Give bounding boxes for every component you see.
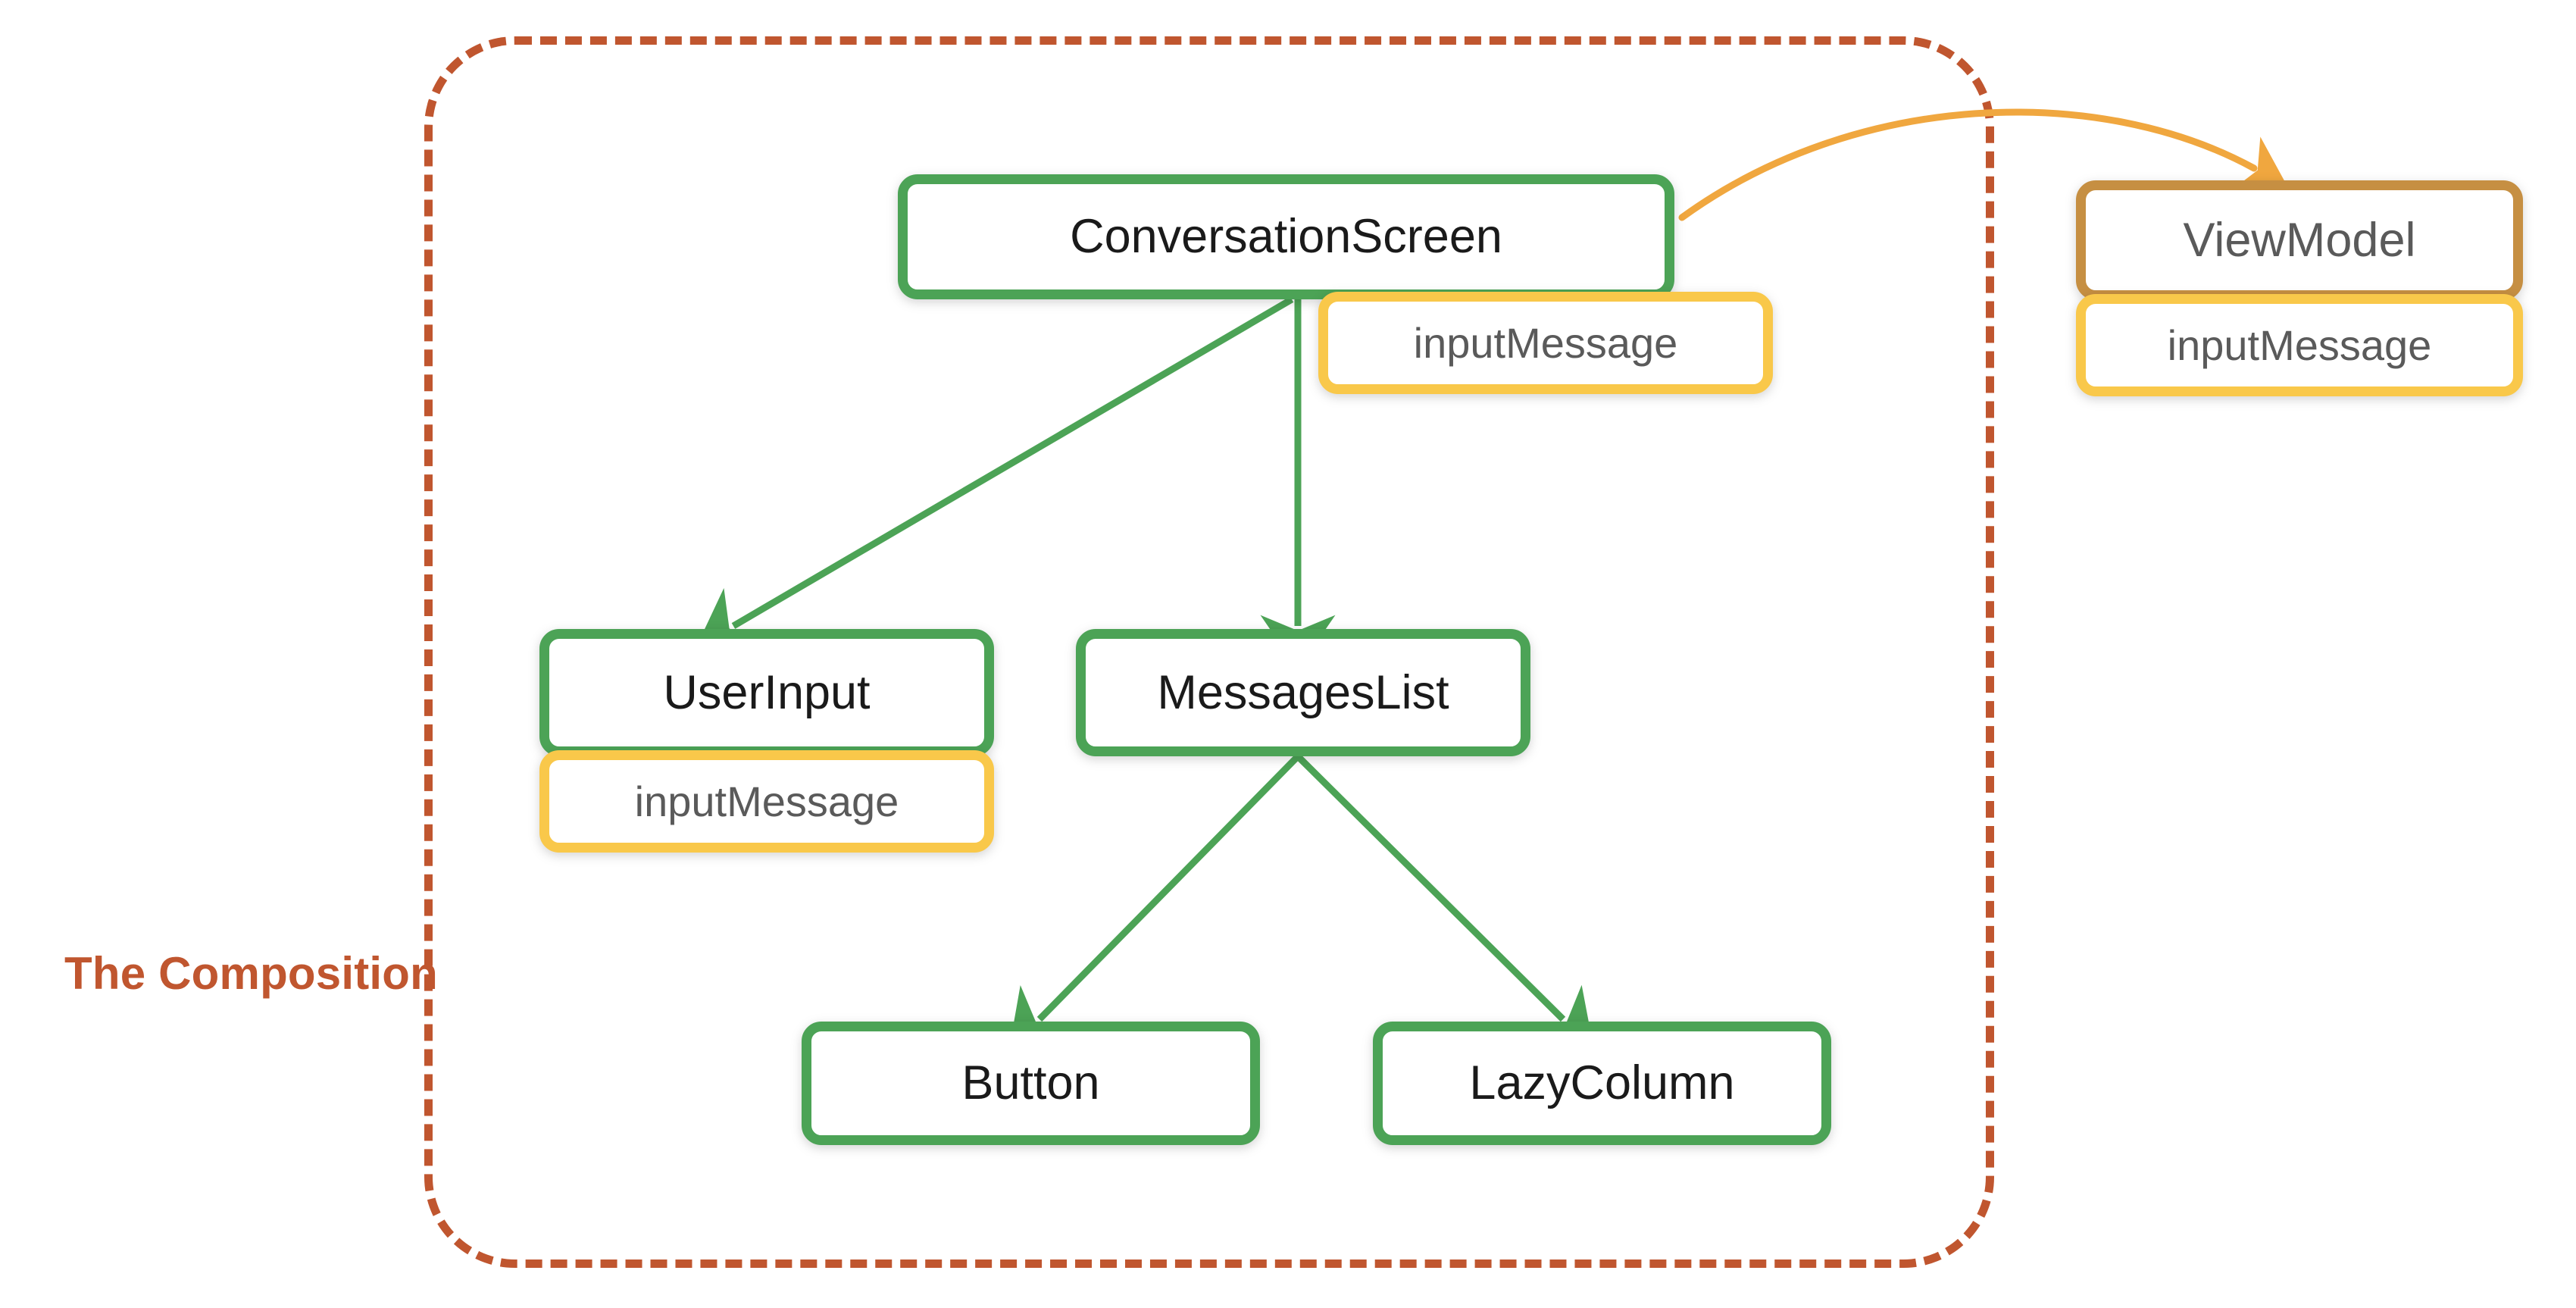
composition-boundary — [424, 36, 1994, 1268]
node-button[interactable]: Button — [802, 1022, 1260, 1145]
node-label-button: Button — [961, 1056, 1100, 1109]
node-conversation-screen-state[interactable]: inputMessage — [1318, 292, 1773, 394]
node-messages-list[interactable]: MessagesList — [1076, 629, 1530, 756]
node-label-user-input: UserInput — [663, 665, 871, 719]
composition-boundary-label: The Composition — [64, 948, 438, 999]
node-label-view-model-state: inputMessage — [2167, 321, 2432, 369]
node-label-conversation-screen-state: inputMessage — [1413, 318, 1678, 367]
node-label-view-model: ViewModel — [2183, 213, 2416, 267]
node-user-input[interactable]: UserInput — [539, 629, 994, 756]
node-label-lazy-column: LazyColumn — [1469, 1056, 1735, 1109]
node-label-messages-list: MessagesList — [1157, 665, 1449, 719]
node-user-input-state[interactable]: inputMessage — [539, 750, 994, 853]
node-conversation-screen[interactable]: ConversationScreen — [898, 174, 1674, 299]
node-label-user-input-state: inputMessage — [634, 777, 899, 825]
node-lazy-column[interactable]: LazyColumn — [1373, 1022, 1831, 1145]
node-view-model[interactable]: ViewModel — [2076, 180, 2523, 300]
node-view-model-state[interactable]: inputMessage — [2076, 294, 2523, 396]
node-label-conversation-screen: ConversationScreen — [1070, 210, 1502, 263]
